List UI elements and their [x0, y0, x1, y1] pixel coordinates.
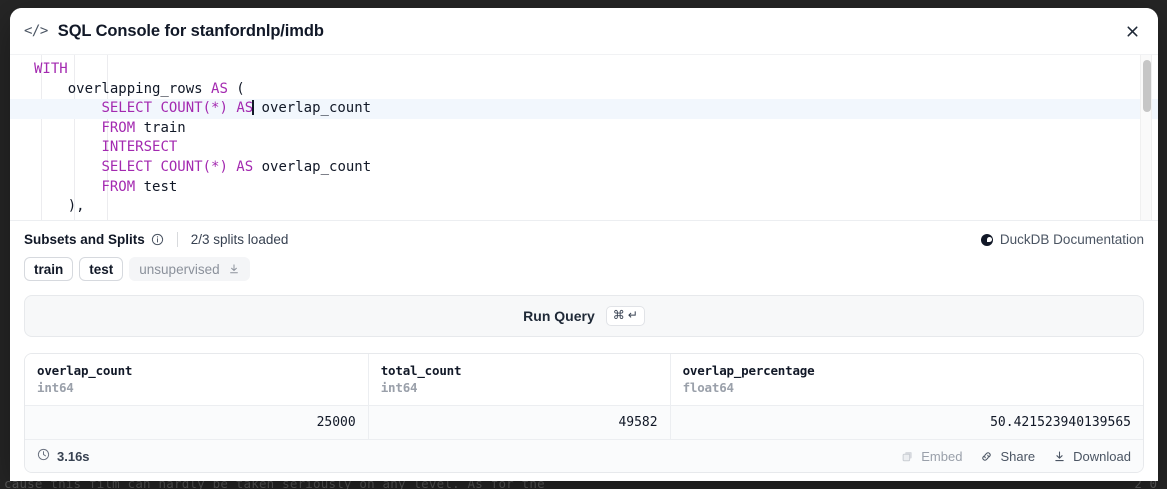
subsets-label: Subsets and Splits [24, 232, 145, 247]
page-title: SQL Console for stanfordnlp/imdb [57, 21, 324, 40]
download-button[interactable]: Download [1053, 449, 1131, 464]
code-line[interactable]: FROM train [101, 119, 186, 136]
split-chip-test[interactable]: test [79, 257, 124, 281]
divider [176, 232, 178, 247]
shortcut-cmd: ⌘ [612, 308, 625, 322]
results-footer: 3.16s Embed Share Download [25, 439, 1143, 472]
modal-header: </> SQL Console for stanfordnlp/imdb [10, 8, 1158, 54]
scrollbar-thumb[interactable] [1143, 60, 1151, 112]
footer-actions: Embed Share Download [901, 449, 1131, 464]
table-cell: 50.421523940139565 [670, 405, 1143, 439]
code-line[interactable]: ), [34, 198, 85, 215]
code-line[interactable]: SELECT COUNT(*) AS overlap_count [101, 158, 372, 175]
split-chip-label: train [34, 261, 64, 277]
close-icon[interactable] [1118, 17, 1146, 45]
code-line[interactable]: FROM test [101, 178, 178, 195]
code-line[interactable]: SELECT COUNT(*) AS overlap_count [10, 99, 1158, 119]
column-type: float64 [682, 380, 734, 395]
table-cell: 49582 [368, 405, 671, 439]
duckdb-documentation-link[interactable]: DuckDB Documentation [980, 232, 1144, 247]
split-chip-train[interactable]: train [24, 257, 74, 281]
column-name: total_count [380, 363, 462, 378]
splits-loaded-status: 2/3 splits loaded [190, 232, 289, 247]
clock-icon [37, 448, 50, 464]
embed-button[interactable]: Embed [901, 449, 962, 464]
split-chip-label: test [89, 261, 114, 277]
run-query-label: Run Query [523, 308, 595, 324]
duckdb-icon [980, 233, 993, 246]
subsets-and-splits-bar: Subsets and Splits 2/3 splits loaded Duc… [10, 220, 1158, 247]
column-header: overlap_count int64 [25, 354, 369, 406]
split-chip-unsupervised[interactable]: unsupervised [129, 257, 250, 281]
query-duration: 3.16s [57, 448, 90, 464]
column-header: overlap_percentage float64 [670, 354, 1143, 406]
table-cell: 25000 [25, 405, 369, 439]
code-brackets-icon: </> [24, 23, 48, 39]
sql-code-editor[interactable]: WITH overlapping_rows AS ( SELECT COUNT(… [10, 54, 1158, 220]
link-icon [980, 450, 993, 463]
info-icon[interactable] [151, 233, 164, 246]
download-label: Download [1073, 448, 1131, 464]
text-cursor [252, 100, 254, 116]
copy-icon [901, 450, 914, 463]
column-name: overlap_count [37, 363, 133, 378]
query-timing: 3.16s [37, 448, 90, 464]
share-button[interactable]: Share [980, 449, 1035, 464]
editor-vertical-scrollbar[interactable] [1140, 55, 1152, 220]
column-name: overlap_percentage [682, 363, 815, 378]
download-icon[interactable] [228, 263, 240, 275]
editor-content[interactable]: WITH overlapping_rows AS ( SELECT COUNT(… [10, 55, 1158, 220]
split-chips: train test unsupervised [10, 247, 1158, 281]
download-icon [1053, 450, 1066, 463]
column-type: int64 [380, 380, 418, 395]
column-type: int64 [37, 380, 74, 395]
split-chip-label: unsupervised [139, 261, 220, 277]
duckdb-documentation-label: DuckDB Documentation [999, 232, 1144, 247]
column-header: total_count int64 [368, 354, 671, 406]
code-line[interactable]: WITH [34, 61, 68, 77]
code-line[interactable]: overlapping_rows AS ( [34, 80, 245, 97]
sql-console-modal: </> SQL Console for stanfordnlp/imdb WIT… [10, 8, 1158, 481]
embed-label: Embed [921, 448, 963, 464]
share-label: Share [1000, 448, 1036, 464]
shortcut-enter: ↵ [627, 308, 638, 322]
code-line[interactable]: INTERSECT [101, 139, 178, 156]
run-query-button[interactable]: Run Query ⌘ ↵ [24, 295, 1144, 337]
run-query-shortcut: ⌘ ↵ [605, 306, 645, 326]
